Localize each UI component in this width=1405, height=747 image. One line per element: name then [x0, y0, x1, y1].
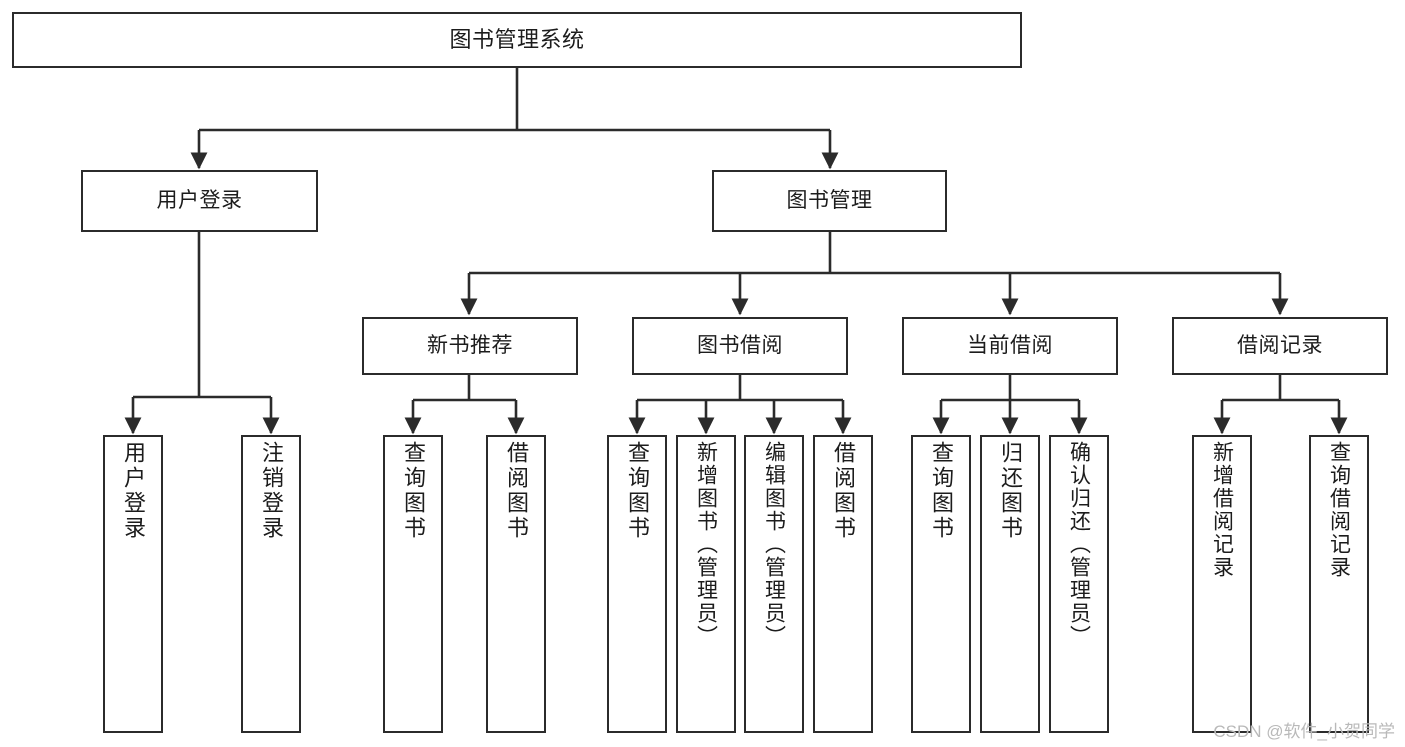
node-borrow-record-label: 借阅记录 — [1237, 333, 1323, 357]
node-root-label: 图书管理系统 — [449, 27, 585, 53]
node-leaf-add-record-label: 新增借阅记录 — [1210, 441, 1234, 579]
node-current-borrow-label: 当前借阅 — [967, 333, 1053, 357]
node-leaf-return-book[interactable]: 归还图书 — [980, 435, 1040, 733]
node-leaf-edit-book[interactable]: 编辑图书（管理员） — [744, 435, 804, 733]
node-leaf-query-record-label: 查询借阅记录 — [1327, 441, 1351, 579]
node-leaf-confirm-return[interactable]: 确认归还（管理员） — [1049, 435, 1109, 733]
node-borrow-record[interactable]: 借阅记录 — [1172, 317, 1388, 375]
node-new-book-recommend[interactable]: 新书推荐 — [362, 317, 578, 375]
node-leaf-borrow-book-1-label: 借阅图书 — [504, 441, 529, 541]
node-leaf-borrow-book-2-label: 借阅图书 — [831, 441, 856, 541]
node-leaf-edit-book-label: 编辑图书（管理员） — [762, 441, 786, 648]
node-leaf-borrow-book-2[interactable]: 借阅图书 — [813, 435, 873, 733]
watermark-text: CSDN @软件_小贺同学 — [1213, 722, 1395, 741]
node-leaf-add-book[interactable]: 新增图书（管理员） — [676, 435, 736, 733]
node-leaf-query-record[interactable]: 查询借阅记录 — [1309, 435, 1369, 733]
node-root[interactable]: 图书管理系统 — [12, 12, 1022, 68]
node-leaf-confirm-return-label: 确认归还（管理员） — [1067, 441, 1091, 648]
node-leaf-logout-login[interactable]: 注销登录 — [241, 435, 301, 733]
node-book-borrow[interactable]: 图书借阅 — [632, 317, 848, 375]
node-leaf-return-book-label: 归还图书 — [998, 441, 1023, 541]
node-leaf-add-record[interactable]: 新增借阅记录 — [1192, 435, 1252, 733]
node-leaf-query-book-2[interactable]: 查询图书 — [607, 435, 667, 733]
node-leaf-query-book-1-label: 查询图书 — [401, 441, 426, 541]
node-leaf-query-book-3[interactable]: 查询图书 — [911, 435, 971, 733]
node-user-login[interactable]: 用户登录 — [81, 170, 318, 232]
node-leaf-query-book-1[interactable]: 查询图书 — [383, 435, 443, 733]
node-leaf-logout-login-label: 注销登录 — [259, 441, 284, 541]
node-book-borrow-label: 图书借阅 — [697, 333, 783, 357]
node-leaf-user-login[interactable]: 用户登录 — [103, 435, 163, 733]
node-leaf-query-book-2-label: 查询图书 — [625, 441, 650, 541]
node-book-manage-label: 图书管理 — [786, 188, 873, 212]
node-user-login-label: 用户登录 — [156, 188, 243, 212]
node-current-borrow[interactable]: 当前借阅 — [902, 317, 1118, 375]
node-leaf-query-book-3-label: 查询图书 — [929, 441, 954, 541]
node-leaf-user-login-label: 用户登录 — [121, 441, 146, 541]
node-leaf-add-book-label: 新增图书（管理员） — [694, 441, 718, 648]
node-book-manage[interactable]: 图书管理 — [712, 170, 947, 232]
node-new-book-recommend-label: 新书推荐 — [427, 333, 513, 357]
node-leaf-borrow-book-1[interactable]: 借阅图书 — [486, 435, 546, 733]
